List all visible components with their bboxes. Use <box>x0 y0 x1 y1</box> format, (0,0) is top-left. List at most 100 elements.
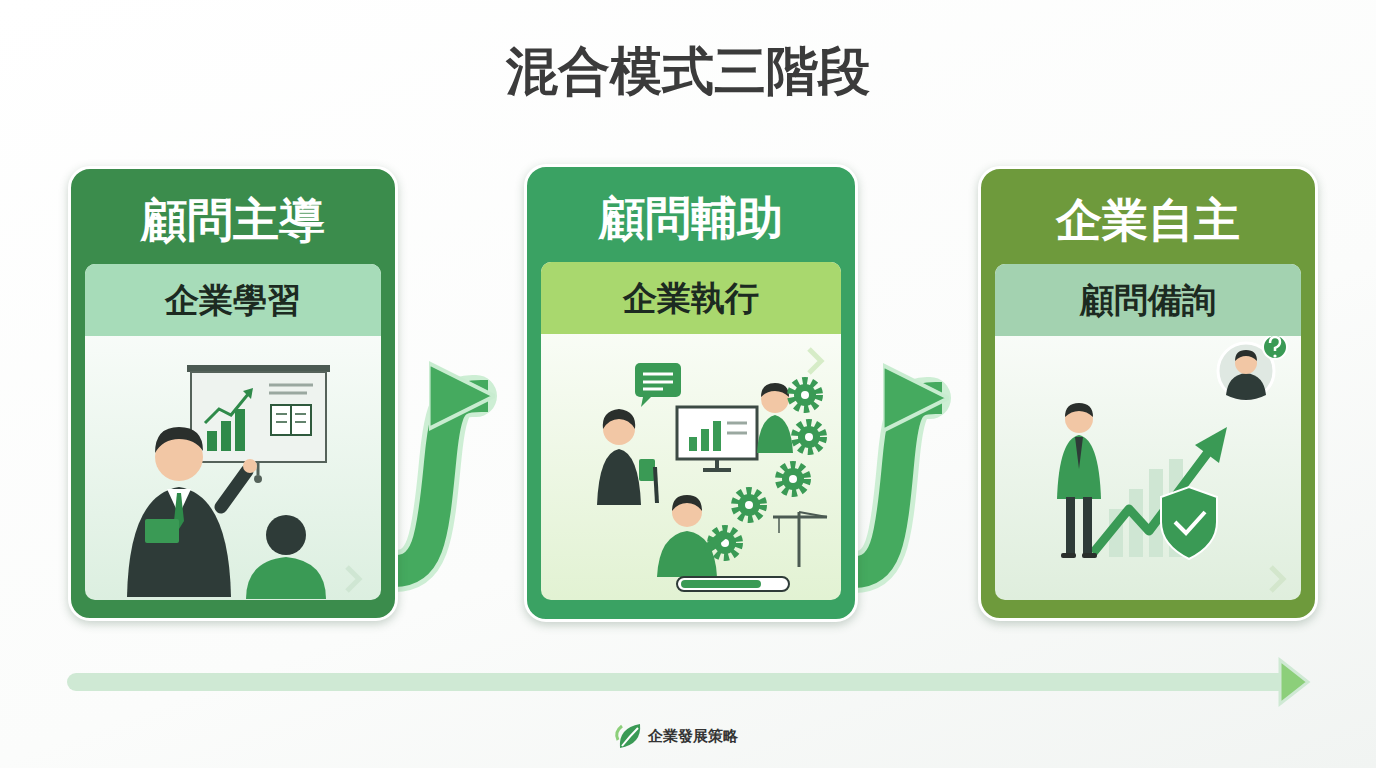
consultant-figure <box>127 427 257 597</box>
presentation-board <box>295 421 306 423</box>
owner-figure <box>1057 435 1101 499</box>
gears <box>735 491 763 519</box>
stage-card: 顧問主導企業學習 <box>68 166 398 621</box>
shield-icon <box>1175 512 1205 533</box>
speech-bubble <box>643 373 673 376</box>
advisor-avatar <box>1226 373 1266 400</box>
consultant-figure <box>155 427 203 453</box>
stage-subheading: 企業學習 <box>165 280 301 321</box>
presentation-board <box>269 392 307 395</box>
growth-arrow <box>1195 427 1227 463</box>
colleague-figure <box>597 409 657 505</box>
gears <box>711 381 823 557</box>
presentation-board <box>276 413 287 415</box>
illustration-panel <box>995 264 1301 600</box>
consultant-figure <box>221 471 247 507</box>
stage-arrow <box>386 396 488 571</box>
worker-figure <box>657 495 723 577</box>
presentation-board <box>276 421 287 423</box>
learner-figure <box>246 557 326 599</box>
monitor <box>713 421 721 451</box>
presentation-board <box>235 409 245 451</box>
monitor <box>727 422 747 425</box>
worker-figure <box>672 495 702 511</box>
stage-band: 企業學習 <box>85 264 381 336</box>
presentation-board <box>207 431 217 451</box>
colleague-figure <box>639 459 655 481</box>
monitor <box>689 437 697 451</box>
stage-band: 企業執行 <box>541 262 841 334</box>
presentation-board <box>257 462 260 475</box>
presentation-board <box>271 405 311 435</box>
progress-bar <box>681 580 761 588</box>
timeline-arrow <box>76 673 1286 691</box>
illustration-panel <box>541 262 841 600</box>
advisor-avatar <box>1273 354 1276 357</box>
stage-subheading: 企業執行 <box>623 278 759 319</box>
logo-leaf <box>622 728 638 746</box>
speech-bubble <box>641 397 651 407</box>
timeline-arrow <box>1280 660 1308 704</box>
stage-heading: 顧問輔助 <box>527 167 855 246</box>
colleague-figure <box>655 467 657 503</box>
owner-figure <box>1057 403 1101 558</box>
learner-figure <box>246 515 326 599</box>
crane <box>799 512 827 517</box>
analyst-figure <box>757 383 793 453</box>
presentation-board <box>191 372 326 462</box>
crane <box>798 512 801 567</box>
timeline-arrow <box>76 660 1308 704</box>
stage-card: 企業自主顧問備詢 <box>978 166 1318 621</box>
consultant-figure <box>243 459 257 473</box>
illustration-panel <box>85 264 381 600</box>
timeline-arrow <box>76 678 1286 687</box>
analyst-figure <box>761 383 789 397</box>
stage-heading: 顧問主導 <box>71 169 395 248</box>
speech-bubble <box>643 388 663 391</box>
stage-subheading: 顧問備詢 <box>1080 280 1216 321</box>
presentation-board <box>269 384 313 387</box>
colleague-figure <box>603 409 635 429</box>
consultant-figure <box>127 487 231 597</box>
monitor <box>703 468 731 472</box>
presentation-board <box>205 393 249 423</box>
monitor <box>677 407 757 470</box>
presentation-board <box>290 405 292 435</box>
stage-arrow <box>846 398 942 572</box>
chevron <box>1271 567 1283 591</box>
owner-figure <box>1082 553 1097 558</box>
shield-icon <box>1161 487 1217 559</box>
monitor <box>701 429 709 451</box>
progress-bar <box>677 577 789 591</box>
gears <box>779 465 807 493</box>
logo-leaf <box>617 724 641 748</box>
logo-leaf <box>620 724 640 748</box>
speech-bubble <box>635 363 681 397</box>
presentation-board <box>221 421 231 451</box>
stage-card: 顧問輔助企業執行 <box>524 164 858 622</box>
stage-heading: 企業自主 <box>981 169 1315 248</box>
presentation-board <box>243 388 253 399</box>
logo-leaf <box>617 726 622 740</box>
advisor-avatar <box>1263 335 1287 359</box>
owner-figure <box>1066 497 1075 555</box>
monitor <box>727 432 747 435</box>
owner-figure <box>1065 403 1093 417</box>
footer-label: 企業發展策略 <box>648 727 738 746</box>
learner-figure <box>266 515 306 555</box>
monitor <box>715 459 719 469</box>
crane <box>773 512 827 567</box>
speech-bubble <box>635 363 681 407</box>
chevron <box>347 567 359 591</box>
worker-figure <box>709 535 723 547</box>
stage-band: 顧問備詢 <box>995 264 1301 336</box>
advisor-avatar <box>1235 350 1257 361</box>
presentation-board <box>295 413 306 415</box>
owner-figure <box>1075 437 1083 469</box>
gears <box>791 381 819 409</box>
presentation-board <box>254 475 262 483</box>
analyst-figure <box>757 415 793 453</box>
presentation-board <box>187 365 330 372</box>
shield-icon <box>1161 487 1217 559</box>
